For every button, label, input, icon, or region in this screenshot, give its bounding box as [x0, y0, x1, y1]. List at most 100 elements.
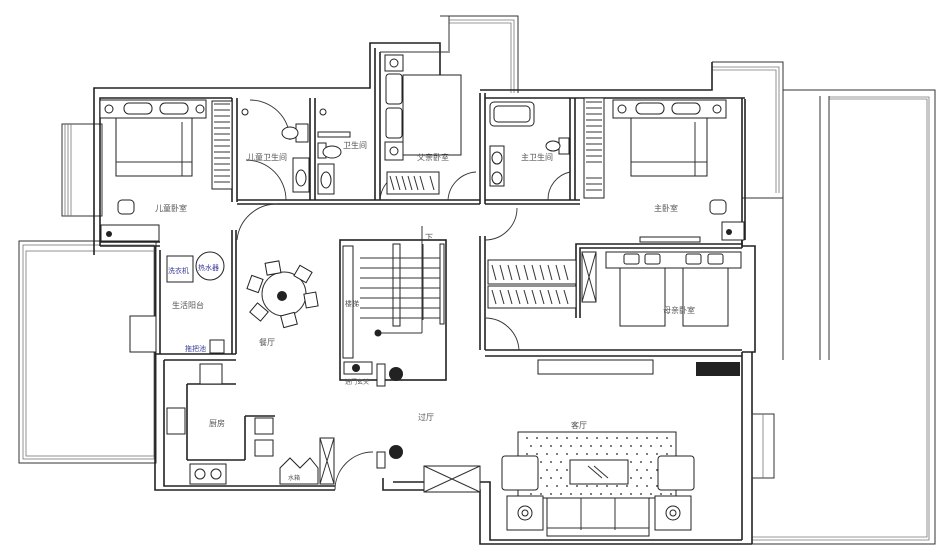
rug-dot: [646, 453, 648, 455]
rug-dot: [646, 469, 648, 471]
rug-dot: [626, 437, 628, 439]
right-window: [751, 413, 775, 479]
top-balcony: [440, 15, 519, 93]
rug-dot: [566, 453, 568, 455]
rug-dot: [586, 437, 588, 439]
rug-dot: [650, 445, 652, 447]
label-utility-balcony: 生活阳台: [172, 300, 204, 310]
rug-dot: [560, 477, 562, 479]
rug-dot: [556, 469, 558, 471]
label-mop-sink: 拖把池: [185, 344, 206, 353]
rug-dot: [546, 469, 548, 471]
rug-dot: [546, 437, 548, 439]
rug-dot: [616, 437, 618, 439]
rug-dot: [656, 485, 658, 487]
rug-dot: [656, 437, 658, 439]
rug-dot: [606, 437, 608, 439]
rug-dot: [526, 437, 528, 439]
rug-dot: [576, 485, 578, 487]
rug-dot: [656, 453, 658, 455]
dining-table: [246, 260, 319, 329]
rug-dot: [640, 461, 642, 463]
rug-dot: [530, 493, 532, 495]
label-children-bedroom: 儿童卧室: [155, 203, 187, 213]
rug-dot: [640, 477, 642, 479]
rug-dot: [566, 437, 568, 439]
rug-dot: [586, 485, 588, 487]
rug-dot: [526, 453, 528, 455]
rug-dot: [580, 445, 582, 447]
father-bed: [384, 54, 462, 195]
rug-dot: [626, 485, 628, 487]
rug-dot: [570, 493, 572, 495]
mother-bed: [487, 251, 742, 376]
label-water-tank: 水箱: [288, 474, 300, 482]
rug-dot: [646, 437, 648, 439]
rug-dot: [620, 445, 622, 447]
rug-dot: [570, 445, 572, 447]
rug-dot: [540, 445, 542, 447]
rug-dot: [606, 453, 608, 455]
label-entry-foyer: 进门玄关: [345, 378, 369, 386]
rug-dot: [670, 445, 672, 447]
right-terrace: [752, 89, 936, 545]
interior-walls: [100, 48, 745, 461]
label-guest-bathroom: 卫生间: [343, 140, 367, 150]
rug-dot: [550, 477, 552, 479]
label-dining-room: 餐厅: [259, 338, 275, 347]
rug-dot: [560, 493, 562, 495]
rug-dot: [646, 485, 648, 487]
rug-dot: [550, 493, 552, 495]
rug-dot: [566, 469, 568, 471]
rug-dot: [556, 485, 558, 487]
rug-dot: [626, 453, 628, 455]
rug-dot: [650, 461, 652, 463]
rug-dot: [560, 461, 562, 463]
balcony-fixtures: [129, 251, 225, 354]
rug-dot: [596, 485, 598, 487]
rug-dot: [560, 445, 562, 447]
rug-dot: [546, 485, 548, 487]
rug-dot: [580, 493, 582, 495]
rug-dot: [556, 453, 558, 455]
rug-dot: [616, 453, 618, 455]
rug-dot: [636, 453, 638, 455]
rug-dot: [550, 445, 552, 447]
rug-dot: [630, 445, 632, 447]
label-kitchen: 厨房: [209, 418, 225, 428]
rug-dot: [596, 437, 598, 439]
rug-dot: [640, 445, 642, 447]
rug-dot: [610, 493, 612, 495]
rug-dot: [590, 445, 592, 447]
hall-fixtures: [376, 445, 481, 493]
rug-dot: [640, 493, 642, 495]
rug-dot: [660, 445, 662, 447]
rug-dot: [590, 493, 592, 495]
rug-dot: [636, 485, 638, 487]
rug-dot: [576, 437, 578, 439]
label-water-heater: 热水器: [198, 263, 219, 272]
master-bed: [583, 97, 745, 243]
rug-dot: [630, 493, 632, 495]
rug-dot: [600, 445, 602, 447]
rug-dot: [586, 453, 588, 455]
rug-dot: [670, 493, 672, 495]
rug-dot: [650, 477, 652, 479]
rug-dot: [600, 493, 602, 495]
label-mother-bedroom: 母亲卧室: [663, 305, 695, 315]
label-father-bedroom: 父亲卧室: [417, 152, 449, 162]
label-hallway: 过厅: [418, 412, 434, 422]
label-children-bathroom: 儿童卫生间: [247, 152, 287, 162]
label-master-bedroom: 主卧室: [654, 203, 678, 213]
rug-dot: [636, 469, 638, 471]
rug-dot: [536, 437, 538, 439]
children-bed: [99, 99, 233, 242]
rug-dot: [540, 477, 542, 479]
rug-dot: [606, 485, 608, 487]
label-stair-down: 下: [425, 233, 433, 242]
rug-dot: [636, 437, 638, 439]
label-stair: 楼梯: [345, 299, 359, 308]
rug-dot: [660, 493, 662, 495]
rug-dot: [620, 493, 622, 495]
rug-dot: [540, 493, 542, 495]
